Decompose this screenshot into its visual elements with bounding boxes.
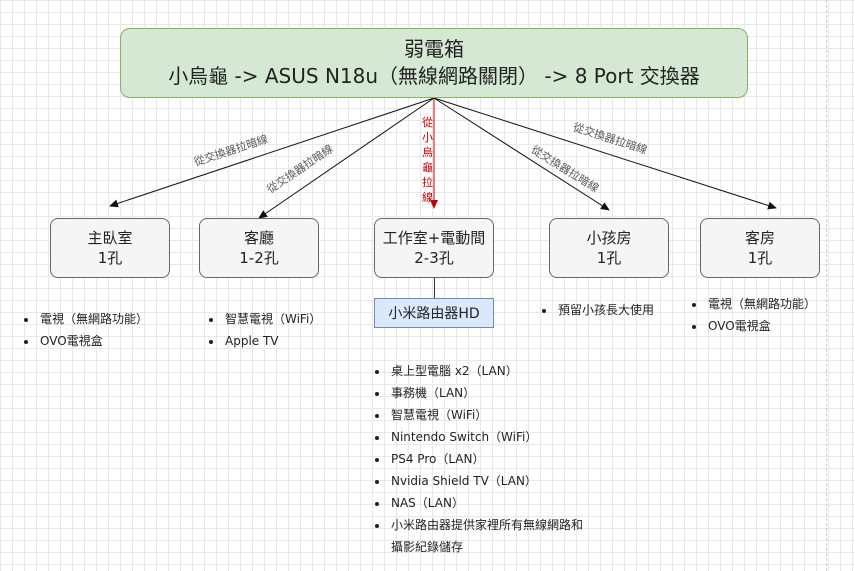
list-item: 小米路由器提供家裡所有無線網路和攝影紀錄儲存 [389, 514, 589, 558]
list-item: 事務機（LAN） [389, 382, 589, 404]
edge-label-study-char: 拉 [422, 175, 433, 189]
edge-label-master-bedroom: 從交換器拉暗線 [192, 132, 270, 169]
edge-label-living-room: 從交換器拉暗線 [264, 141, 336, 196]
room-name: 客廳 [243, 229, 274, 247]
list-item: PS4 Pro（LAN） [389, 448, 589, 470]
room-name: 工作室+電動間 [382, 229, 486, 247]
device-list-guest-room: 電視（無網路功能） OVO電視盒 [688, 293, 816, 337]
edge-label-study-char: 小 [422, 131, 433, 144]
list-item: 電視（無網路功能） [706, 293, 816, 315]
edge-to-guest-room[interactable] [433, 97, 777, 210]
edge-label-study: 從 小 烏 龜 拉 線 [422, 116, 433, 204]
room-name: 客房 [744, 229, 775, 247]
room-box-master-bedroom[interactable]: 主臥室 1孔 [50, 218, 170, 278]
edge-label-guest-room: 從交換器拉暗線 [571, 120, 649, 157]
list-item: 智慧電視（WiFi） [223, 308, 321, 330]
list-item: OVO電視盒 [706, 315, 816, 337]
device-list-router: 桌上型電腦 x2（LAN） 事務機（LAN） 智慧電視（WiFi） Ninten… [371, 360, 589, 558]
list-item: Nvidia Shield TV（LAN） [389, 470, 589, 492]
device-list-living-room: 智慧電視（WiFi） Apple TV [205, 308, 321, 352]
edge-to-kids-room[interactable] [433, 97, 610, 211]
device-list-kids-room: 預留小孩長大使用 [538, 299, 654, 321]
edge-label-kids-room: 從交換器拉暗線 [529, 142, 602, 195]
list-item: 桌上型電腦 x2（LAN） [389, 360, 589, 382]
device-list-master-bedroom: 電視（無網路功能） OVO電視盒 [20, 308, 148, 352]
room-box-guest-room[interactable]: 客房 1孔 [700, 218, 820, 278]
source-box-distribution-panel[interactable]: 弱電箱 小烏龜 -> ASUS N18u（無線網路關閉） -> 8 Port 交… [120, 28, 748, 98]
source-title: 弱電箱 [404, 37, 464, 61]
connector-study-to-router [434, 278, 435, 298]
list-item: 電視（無網路功能） [38, 308, 148, 330]
room-box-living-room[interactable]: 客廳 1-2孔 [199, 218, 319, 278]
edge-to-living-room[interactable] [258, 97, 435, 219]
room-ports: 1孔 [747, 249, 773, 267]
room-ports: 1孔 [97, 249, 123, 267]
room-box-kids-room[interactable]: 小孩房 1孔 [549, 218, 669, 278]
room-ports: 2-3孔 [414, 249, 454, 267]
list-item: Nintendo Switch（WiFi） [389, 426, 589, 448]
room-ports: 1-2孔 [239, 249, 279, 267]
room-ports: 1孔 [596, 249, 622, 267]
page-boundary-line [826, 0, 827, 571]
edge-to-master-bedroom[interactable] [109, 97, 435, 208]
edge-label-study-char: 從 [422, 116, 433, 129]
source-chain: 小烏龜 -> ASUS N18u（無線網路關閉） -> 8 Port 交換器 [168, 64, 700, 88]
edge-label-study-char: 烏 [422, 145, 433, 159]
room-name: 主臥室 [87, 229, 133, 247]
list-item: Apple TV [223, 330, 321, 352]
router-box[interactable]: 小米路由器HD [374, 298, 494, 328]
room-box-study[interactable]: 工作室+電動間 2-3孔 [374, 218, 494, 278]
list-item: 預留小孩長大使用 [556, 299, 654, 321]
room-name: 小孩房 [586, 229, 632, 247]
edge-label-study-char: 線 [422, 190, 433, 204]
edge-label-study-char: 龜 [422, 161, 433, 174]
list-item: OVO電視盒 [38, 330, 148, 352]
list-item: NAS（LAN） [389, 492, 589, 514]
list-item: 智慧電視（WiFi） [389, 404, 589, 426]
